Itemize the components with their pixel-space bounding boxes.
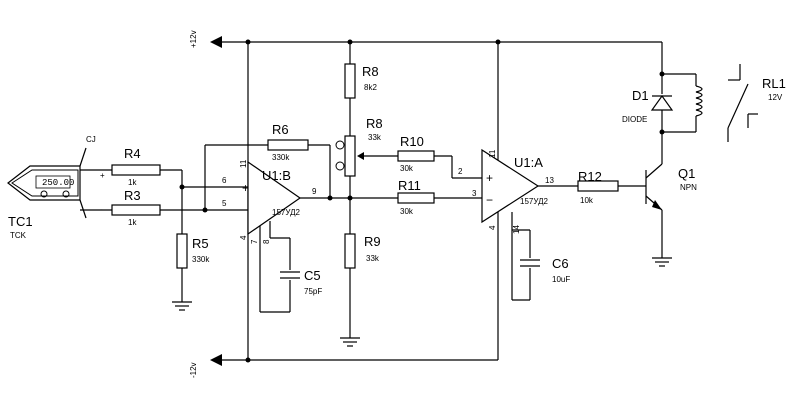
resistor-r11: R11 30k — [397, 178, 435, 216]
u1a-pin-out: 13 — [545, 176, 554, 185]
tc1-ref: TC1 — [8, 214, 33, 229]
relay-rl1: RL1 12V — [662, 64, 786, 142]
r8b-ref: R8 — [366, 116, 383, 131]
negative-rail-label: -12v — [189, 362, 198, 378]
resistor-r12: R12 10k — [577, 169, 619, 205]
r8a-ref: R8 — [362, 64, 379, 79]
thermocouple-tc1: 250.00 TC1 TCK CJ + - — [7, 135, 105, 240]
opamp-u1a: + − U1:A 157УД2 2 3 13 11 4 14 — [458, 148, 554, 234]
potentiometer-r8[interactable]: R8 33k — [335, 116, 383, 177]
r12-value: 10k — [580, 196, 594, 205]
resistor-r10: R10 30k — [397, 134, 435, 173]
q1-type: NPN — [680, 183, 697, 192]
d1-type: DIODE — [622, 115, 647, 124]
d1-ref: D1 — [632, 88, 649, 103]
c6-value: 10uF — [552, 275, 570, 284]
transistor-q1: Q1 NPN — [645, 163, 697, 211]
u1a-minus: − — [486, 193, 493, 207]
ground-q1 — [652, 257, 672, 267]
diode-d1: D1 DIODE — [622, 74, 674, 132]
u1b-plus: + — [242, 181, 249, 195]
rl1-ref: RL1 — [762, 76, 786, 91]
r10-value: 30k — [400, 164, 414, 173]
thermocouple-reading: 250.00 — [42, 178, 74, 188]
r11-ref: R11 — [398, 178, 421, 193]
u1b-ref: U1:B — [262, 168, 291, 183]
u1b-pin-c2: 8 — [262, 239, 271, 244]
tc1-type: TCK — [10, 231, 27, 240]
r11-value: 30k — [400, 207, 414, 216]
capacitor-c5: C5 75pF — [280, 268, 322, 296]
resistor-r9: R9 33k — [344, 233, 381, 269]
r6-ref: R6 — [272, 122, 289, 137]
u1a-pin-neg: 3 — [472, 189, 477, 198]
resistor-r3: R3 1k — [111, 188, 161, 227]
u1b-pin-c1: 7 — [250, 239, 259, 244]
r8b-value: 33k — [368, 133, 382, 142]
resistor-r4: R4 1k — [111, 146, 161, 187]
u1b-pin-out: 9 — [312, 187, 317, 196]
ground-r5 — [172, 301, 192, 311]
u1b-minus: − — [242, 203, 249, 217]
capacitor-c6: C6 10uF — [520, 256, 570, 284]
positive-rail: +12v — [189, 30, 662, 48]
u1a-part: 157УД2 — [520, 197, 548, 206]
r5-ref: R5 — [192, 236, 209, 251]
u1b-pin-vee: 4 — [239, 235, 248, 240]
u1a-plus: + — [486, 171, 493, 185]
u1b-part: 157УД2 — [272, 208, 300, 217]
u1a-pin-vee: 4 — [488, 225, 497, 230]
r12-ref: R12 — [578, 169, 602, 184]
q1-ref: Q1 — [678, 166, 695, 181]
u1a-pin-c: 14 — [512, 225, 521, 234]
r3-value: 1k — [128, 218, 137, 227]
negative-rail: -12v — [189, 354, 498, 378]
c5-ref: C5 — [304, 268, 321, 283]
u1a-ref: U1:A — [514, 155, 543, 170]
r8a-value: 8k2 — [364, 83, 377, 92]
r10-ref: R10 — [400, 134, 424, 149]
u1a-pin-vcc: 11 — [488, 149, 497, 158]
r3-ref: R3 — [124, 188, 141, 203]
r6-value: 330k — [272, 153, 290, 162]
c5-value: 75pF — [304, 287, 322, 296]
rl1-value: 12V — [768, 93, 783, 102]
r4-ref: R4 — [124, 146, 141, 161]
tc-plus-label: + — [100, 171, 105, 180]
r9-ref: R9 — [364, 234, 381, 249]
ground-r9 — [340, 337, 360, 347]
r9-value: 33k — [366, 254, 380, 263]
u1a-pin-pos: 2 — [458, 167, 463, 176]
u1b-pin-vcc: 11 — [239, 159, 248, 168]
resistor-r5: R5 330k — [176, 233, 210, 269]
r4-value: 1k — [128, 178, 137, 187]
cj-label: CJ — [86, 135, 96, 144]
r5-value: 330k — [192, 255, 210, 264]
positive-rail-label: +12v — [189, 30, 198, 48]
resistor-r6: R6 330k — [267, 122, 309, 162]
resistor-r8-8k2: R8 8k2 — [344, 63, 379, 99]
opamp-u1b: + − U1:B 157УД2 6 5 9 11 4 7 8 — [222, 159, 317, 244]
c6-ref: C6 — [552, 256, 569, 271]
u1b-pin-neg: 5 — [222, 199, 227, 208]
thermocouple-display — [35, 175, 71, 189]
u1b-pin-pos: 6 — [222, 176, 227, 185]
